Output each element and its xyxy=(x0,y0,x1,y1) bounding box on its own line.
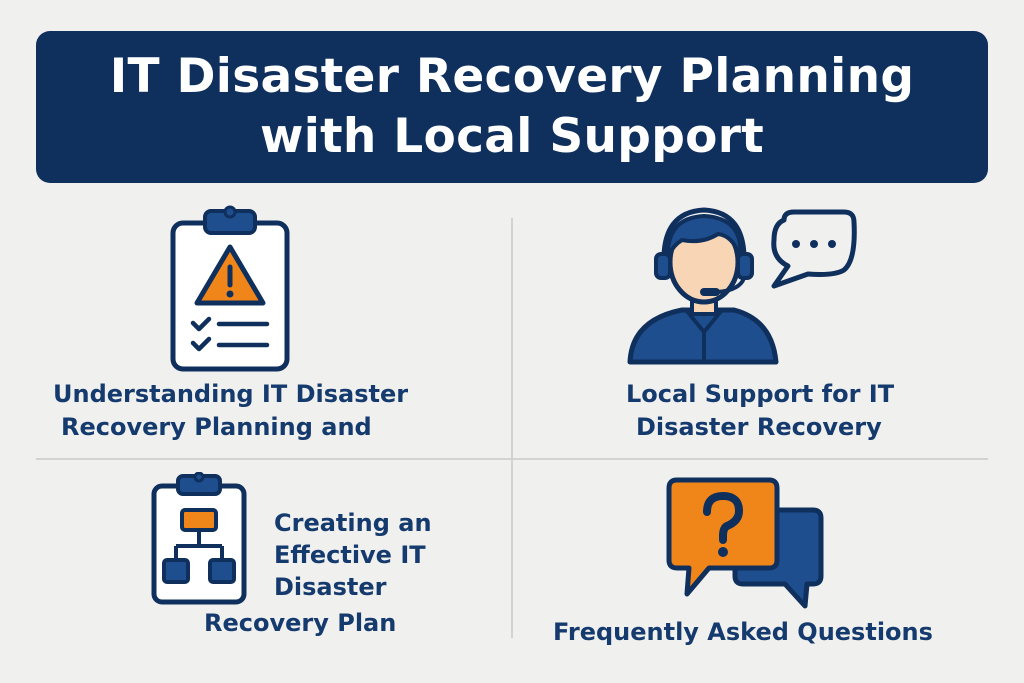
vertical-divider xyxy=(511,218,513,638)
clipboard-warning-icon xyxy=(170,205,290,372)
creating-plan-title-line-2: Effective IT xyxy=(274,541,426,569)
page-title-line-1: IT Disaster Recovery Planning xyxy=(109,49,915,104)
understanding-title-line-2: Recovery Planning and xyxy=(61,413,372,441)
understanding-title-line-1: Understanding IT Disaster xyxy=(53,380,409,408)
faq-title: Frequently Asked Questions xyxy=(553,618,933,646)
creating-plan-title-line-3: Disaster xyxy=(274,573,387,601)
title-banner: IT Disaster Recovery Planning with Local… xyxy=(36,31,988,183)
local-support-title-line-2: Disaster Recovery xyxy=(636,413,882,441)
question-chat-icon xyxy=(666,477,824,609)
local-support-title-line-1: Local Support for IT xyxy=(626,380,895,408)
page-title-line-2: with Local Support xyxy=(259,109,765,164)
creating-plan-title-line-4: Recovery Plan xyxy=(204,609,397,637)
clipboard-flowchart-icon xyxy=(151,472,247,605)
horizontal-divider xyxy=(36,458,988,460)
creating-plan-title-line-1: Creating an xyxy=(274,509,432,537)
support-agent-icon xyxy=(627,207,857,365)
